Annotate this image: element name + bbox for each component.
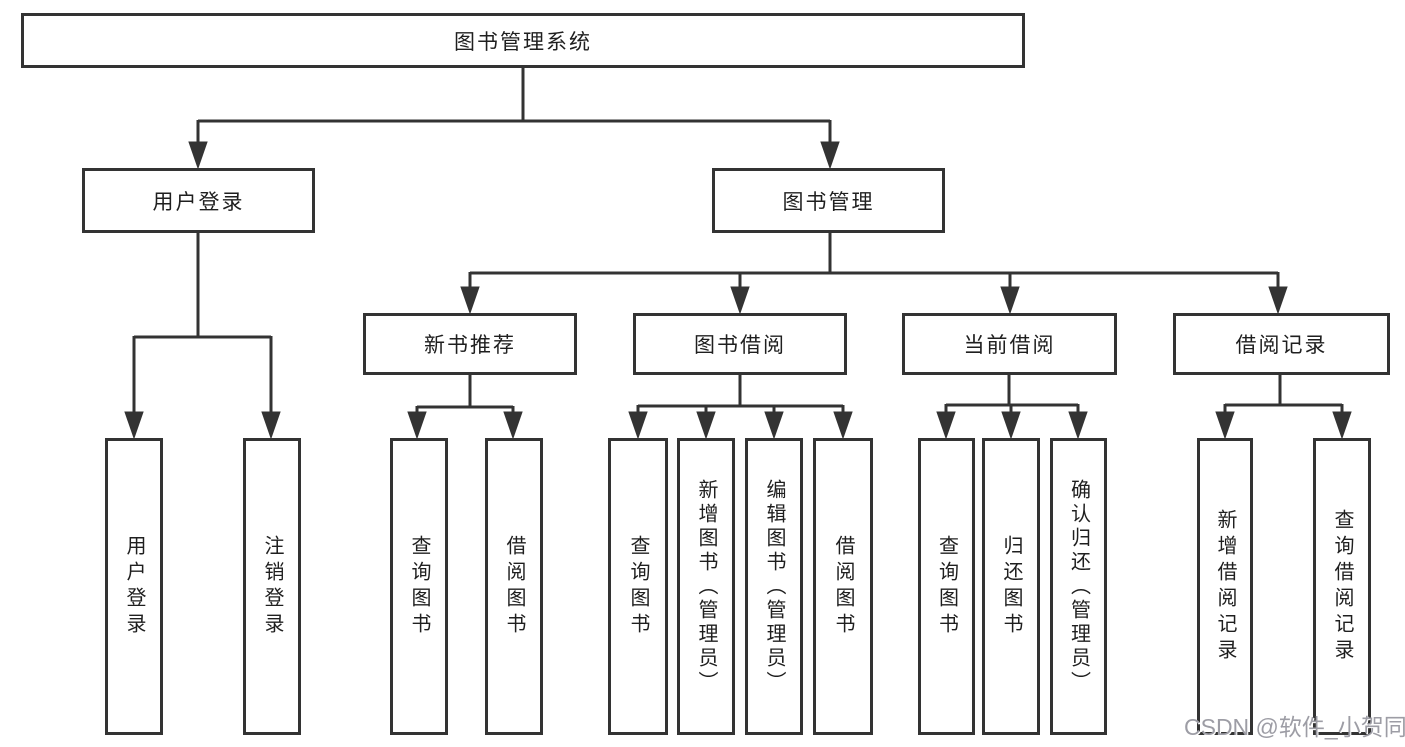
leaf-return-books: 归还图书 — [982, 438, 1040, 735]
node-root-label: 图书管理系统 — [454, 30, 592, 54]
leaf-borrow-books-2: 借阅图书 — [813, 438, 873, 735]
leaf-query-borrow-record-label: 查询借阅记录 — [1331, 508, 1353, 665]
leaf-query-books-3: 查询图书 — [918, 438, 975, 735]
leaf-query-books-3-label: 查询图书 — [935, 534, 958, 639]
leaf-query-books-1: 查询图书 — [390, 438, 448, 735]
node-book-management-label: 图书管理 — [782, 190, 875, 214]
node-user-login: 用户登录 — [82, 168, 315, 233]
node-user-login-label: 用户登录 — [152, 190, 245, 214]
node-current-borrow-label: 当前借阅 — [963, 334, 1056, 357]
node-book-management: 图书管理 — [712, 168, 945, 233]
leaf-query-books-2: 查询图书 — [608, 438, 668, 735]
leaf-user-login-label: 用户登录 — [123, 534, 145, 639]
leaf-edit-books-admin: 编辑图书（管理员） — [745, 438, 803, 735]
node-new-book-recommend: 新书推荐 — [363, 313, 577, 375]
leaf-query-books-2-label: 查询图书 — [627, 534, 649, 639]
node-new-book-recommend-label: 新书推荐 — [424, 334, 516, 357]
leaf-confirm-return-admin: 确认归还（管理员） — [1050, 438, 1107, 735]
leaf-query-books-1-label: 查询图书 — [408, 534, 430, 639]
leaf-add-borrow-record: 新增借阅记录 — [1197, 438, 1253, 735]
leaf-confirm-return-admin-label: 确认归还（管理员） — [1067, 478, 1090, 695]
leaf-add-books-admin-label: 新增图书（管理员） — [695, 478, 717, 695]
arrowheads — [124, 141, 1352, 440]
node-borrow-records: 借阅记录 — [1173, 313, 1390, 375]
csdn-watermark: CSDN @软件_小贺同学 — [1184, 714, 1405, 740]
leaf-query-borrow-record: 查询借阅记录 — [1313, 438, 1371, 735]
leaf-user-login: 用户登录 — [105, 438, 163, 735]
leaf-logout-label: 注销登录 — [261, 534, 283, 639]
leaf-add-borrow-record-label: 新增借阅记录 — [1214, 508, 1236, 665]
leaf-borrow-books-1: 借阅图书 — [485, 438, 543, 735]
node-book-borrow-label: 图书借阅 — [694, 334, 786, 357]
leaf-borrow-books-1-label: 借阅图书 — [503, 534, 525, 639]
leaf-borrow-books-2-label: 借阅图书 — [832, 534, 854, 639]
node-borrow-records-label: 借阅记录 — [1235, 334, 1328, 357]
leaf-logout: 注销登录 — [243, 438, 301, 735]
leaf-return-books-label: 归还图书 — [1000, 534, 1022, 639]
node-book-borrow: 图书借阅 — [633, 313, 847, 375]
leaf-edit-books-admin-label: 编辑图书（管理员） — [763, 478, 785, 695]
node-root-library-system: 图书管理系统 — [21, 13, 1025, 68]
node-current-borrow: 当前借阅 — [902, 313, 1117, 375]
leaf-add-books-admin: 新增图书（管理员） — [677, 438, 735, 735]
